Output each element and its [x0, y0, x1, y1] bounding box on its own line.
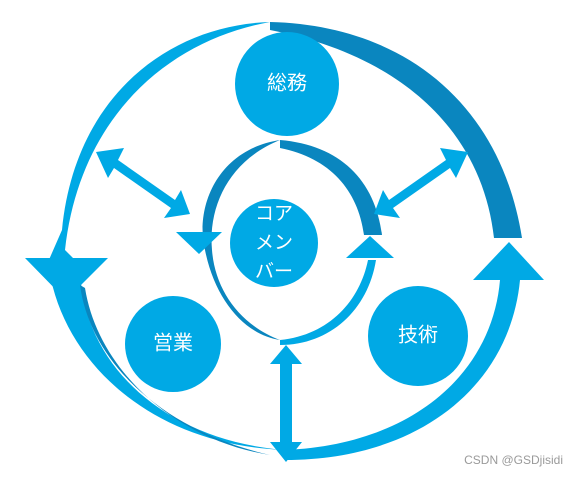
arrow-bottom-vertical-double [270, 345, 302, 462]
inner-cycle-arrows [176, 140, 394, 345]
outer-cycle-right-arrow [270, 22, 544, 460]
node-sales: 営業 [125, 296, 221, 392]
core-members-line-2: メン [255, 232, 293, 254]
node-general-affairs-label: 総務 [267, 71, 307, 95]
arrow-top-right-double [374, 148, 468, 218]
watermark: CSDN @GSDjisidi [464, 453, 563, 467]
outer-cycle-left-arrow [25, 22, 285, 455]
core-members-line-3: バー [255, 261, 293, 283]
arrow-top-left-double [96, 148, 190, 218]
node-sales-label: 営業 [153, 331, 193, 355]
node-technology: 技術 [368, 286, 468, 386]
node-core-members: コア メン バー [230, 199, 318, 287]
core-members-line-1: コア [255, 203, 293, 225]
node-general-affairs: 総務 [235, 32, 339, 136]
node-technology-label: 技術 [398, 323, 438, 347]
